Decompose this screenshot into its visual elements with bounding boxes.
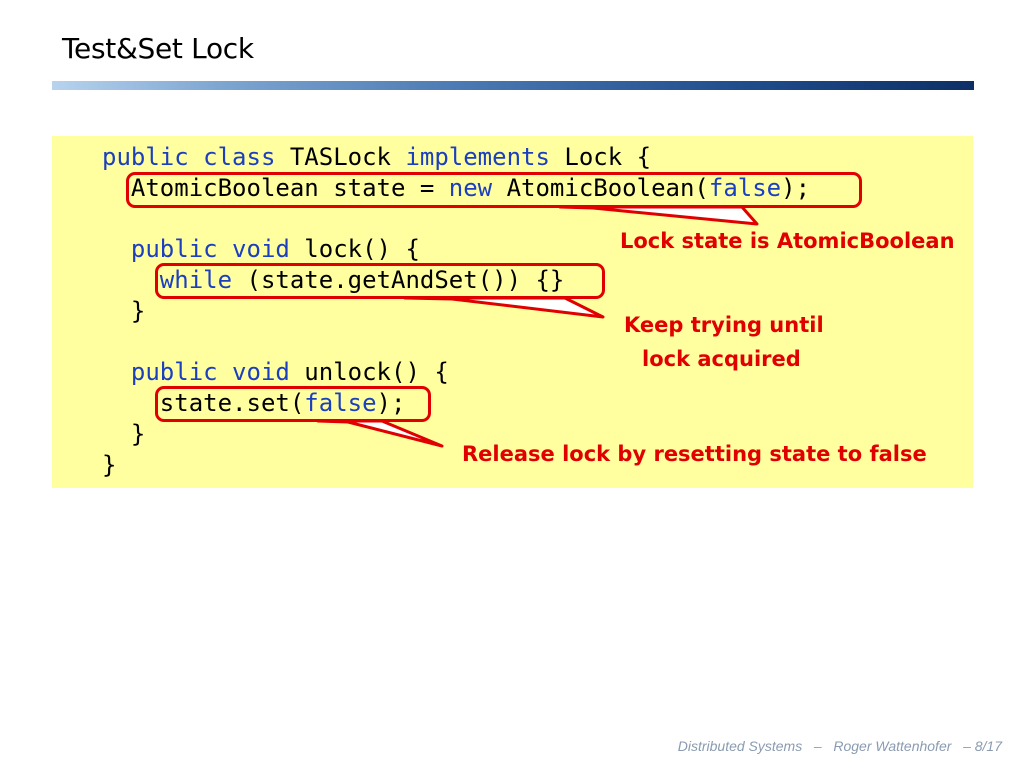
release-highlight-box <box>155 386 431 422</box>
code-line: state.set(false); <box>102 388 406 418</box>
code-line: public void lock() { <box>102 234 420 264</box>
code-keyword: while <box>159 266 247 294</box>
code-keyword: false <box>708 174 782 202</box>
footer-separator: – <box>813 738 822 754</box>
code-text: } <box>102 297 146 325</box>
footer-course: Distributed Systems <box>677 738 803 754</box>
code-text: unlock() { <box>304 358 449 386</box>
footer-page-number: – 8/17 <box>963 738 1002 754</box>
code-line: } <box>102 296 145 326</box>
loop-callout-pointer <box>403 296 605 319</box>
code-text: AtomicBoolean state = <box>102 174 449 202</box>
slide-title: Test&Set Lock <box>62 32 254 65</box>
state-highlight-box <box>126 172 862 208</box>
code-keyword: implements <box>405 143 565 171</box>
title-divider-bar <box>52 81 974 90</box>
code-text: ); <box>781 174 811 202</box>
release-callout-label: Release lock by resetting state to false <box>462 442 927 466</box>
code-keyword: public class <box>102 143 290 171</box>
code-line: public void unlock() { <box>102 357 449 387</box>
loop-highlight-box <box>155 263 605 299</box>
code-text: AtomicBoolean( <box>506 174 709 202</box>
slide-footer: Distributed Systems – Roger Wattenhofer … <box>678 738 1002 754</box>
code-keyword: false <box>304 389 377 417</box>
code-line: } <box>102 419 145 449</box>
code-text: state.set( <box>102 389 305 417</box>
loop-callout-label-line2: lock acquired <box>642 347 801 371</box>
code-line: public class TASLock implements Lock { <box>102 142 651 172</box>
code-line: } <box>102 450 116 480</box>
code-text: (state.getAndSet()) {} <box>246 266 565 294</box>
code-keyword: public void <box>102 358 305 386</box>
code-block: public class TASLock implements Lock { A… <box>52 136 973 488</box>
code-line: AtomicBoolean state = new AtomicBoolean(… <box>102 173 810 203</box>
release-callout-pointer <box>316 419 444 448</box>
loop-callout-label-line1: Keep trying until <box>624 313 824 337</box>
code-text: TASLock <box>289 143 406 171</box>
code-text: } <box>102 420 146 448</box>
code-keyword: public void <box>102 235 305 263</box>
code-text: } <box>102 451 117 479</box>
footer-author: Roger Wattenhofer <box>833 738 952 754</box>
state-callout-pointer <box>558 205 759 226</box>
code-text: ); <box>376 389 406 417</box>
code-text: lock() { <box>304 235 420 263</box>
code-text: Lock { <box>564 143 652 171</box>
state-callout-label: Lock state is AtomicBoolean <box>620 229 955 253</box>
code-line: while (state.getAndSet()) {} <box>102 265 565 295</box>
code-keyword: new <box>448 174 507 202</box>
